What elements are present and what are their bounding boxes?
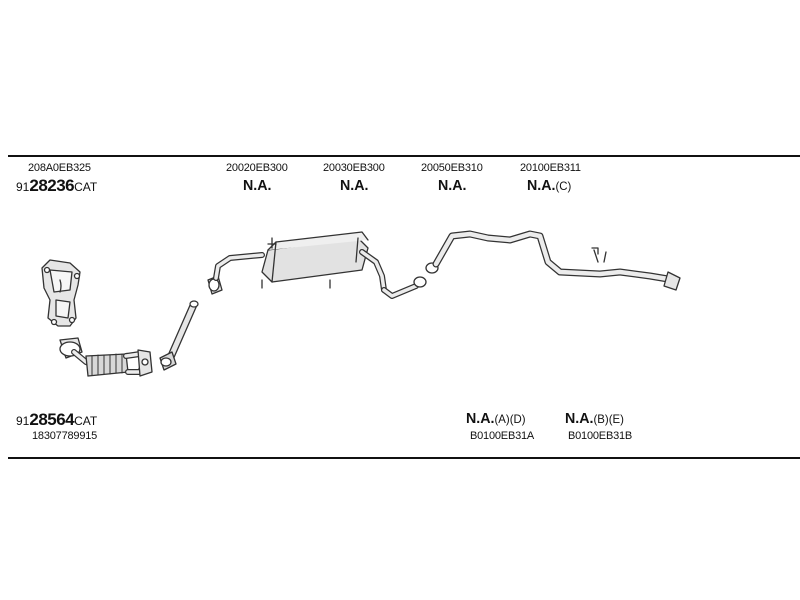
part-code-middle-silencer: 20030EB300 bbox=[323, 162, 385, 174]
na-label-col5: N.A.(C) bbox=[527, 177, 571, 194]
na-label-col5-suffix: (C) bbox=[555, 179, 572, 193]
front-middle-pipe-part bbox=[207, 252, 265, 295]
na-label-item-a: N.A.(A)(D) bbox=[466, 410, 526, 427]
na-label-col4: N.A. bbox=[438, 177, 467, 194]
rear-pipe-part bbox=[425, 230, 681, 291]
kit-prefix: 91 bbox=[16, 180, 30, 194]
part-code-item-a: B0100EB31A bbox=[470, 430, 535, 442]
kit-suffix-bottom: CAT bbox=[74, 414, 98, 428]
na-label-item-b: N.A.(B)(E) bbox=[565, 410, 624, 427]
bottom-divider-line bbox=[8, 457, 800, 459]
part-code-tail-pipe: 20100EB311 bbox=[520, 162, 581, 174]
na-label-item-a-suffix: (A)(D) bbox=[494, 412, 526, 426]
na-label-item-a-text: N.A. bbox=[466, 410, 495, 427]
na-label-col3: N.A. bbox=[340, 177, 369, 194]
part-code-catalyst: 208A0EB325 bbox=[28, 162, 91, 174]
middle-silencer-part bbox=[261, 231, 427, 299]
na-label-item-b-suffix: (B)(E) bbox=[593, 412, 624, 426]
na-label-item-b-text: N.A. bbox=[565, 410, 594, 427]
front-pipe-part bbox=[59, 337, 153, 377]
top-divider-line bbox=[8, 155, 800, 157]
kit-suffix: CAT bbox=[74, 180, 98, 194]
catalyst-part bbox=[41, 259, 81, 327]
na-label-col2: N.A. bbox=[243, 177, 272, 194]
connecting-pipe-part bbox=[159, 300, 199, 371]
part-code-front-pipe: 20020EB300 bbox=[226, 162, 288, 174]
na-label-col5-text: N.A. bbox=[527, 177, 556, 194]
kit-number-bottom: 9128564CAT bbox=[16, 410, 97, 430]
kit-number-bottom-value: 28564 bbox=[29, 410, 75, 429]
kit-number: 28236 bbox=[29, 176, 75, 195]
part-code-bottom-left: 18307789915 bbox=[32, 430, 98, 442]
part-code-middle-pipe: 20050EB310 bbox=[421, 162, 483, 174]
kit-number-top: 9128236CAT bbox=[16, 176, 97, 196]
kit-prefix-bottom: 91 bbox=[16, 414, 30, 428]
part-code-item-b: B0100EB31B bbox=[568, 430, 633, 442]
